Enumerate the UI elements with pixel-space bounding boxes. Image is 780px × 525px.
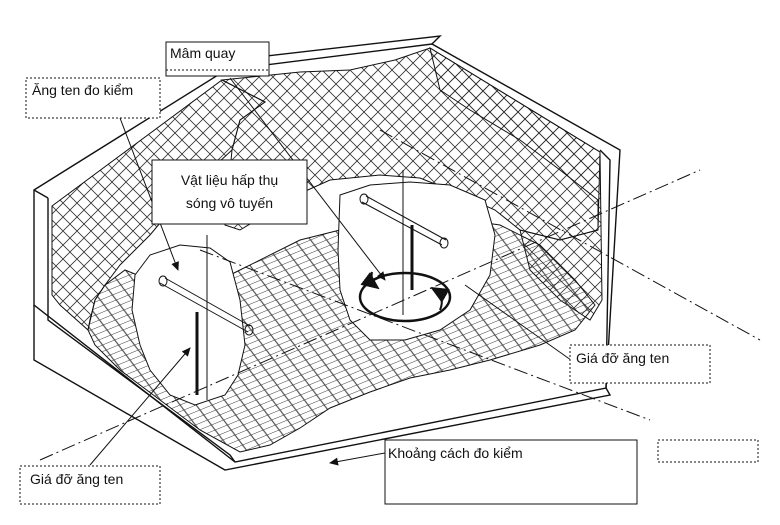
right-mast-label: Giá đỡ ăng ten xyxy=(576,350,670,366)
turntable-label: Mâm quay xyxy=(170,45,236,61)
right-wall-absorber xyxy=(429,46,603,321)
right-clear-zone xyxy=(337,181,496,341)
measuring-antenna-label-box xyxy=(25,77,161,119)
turntable xyxy=(358,271,452,323)
turntable-rotation-arrow-left xyxy=(360,271,380,290)
measuring-antenna-label: Ăng ten đo kiểm xyxy=(32,82,134,98)
absorber-label-line1: Vật liệu hấp thụ xyxy=(180,172,279,188)
left-mast-label: Giá đỡ ăng ten xyxy=(30,471,124,487)
left-mast-label-box xyxy=(19,465,161,505)
right-mast-label-box xyxy=(569,344,711,384)
absorber-label-line2: sóng vô tuyến xyxy=(185,195,274,211)
test-distance-label: Khoảng cách đo kiểm xyxy=(388,445,523,461)
distance-label-box xyxy=(384,439,638,505)
absorber-label-box xyxy=(151,159,308,225)
empty-dotted-box xyxy=(657,439,759,463)
right-antenna-mast xyxy=(359,170,449,315)
left-antenna-mast xyxy=(158,235,254,400)
axis-lines xyxy=(39,129,761,461)
turntable-rotation-arrow-right xyxy=(430,287,450,311)
